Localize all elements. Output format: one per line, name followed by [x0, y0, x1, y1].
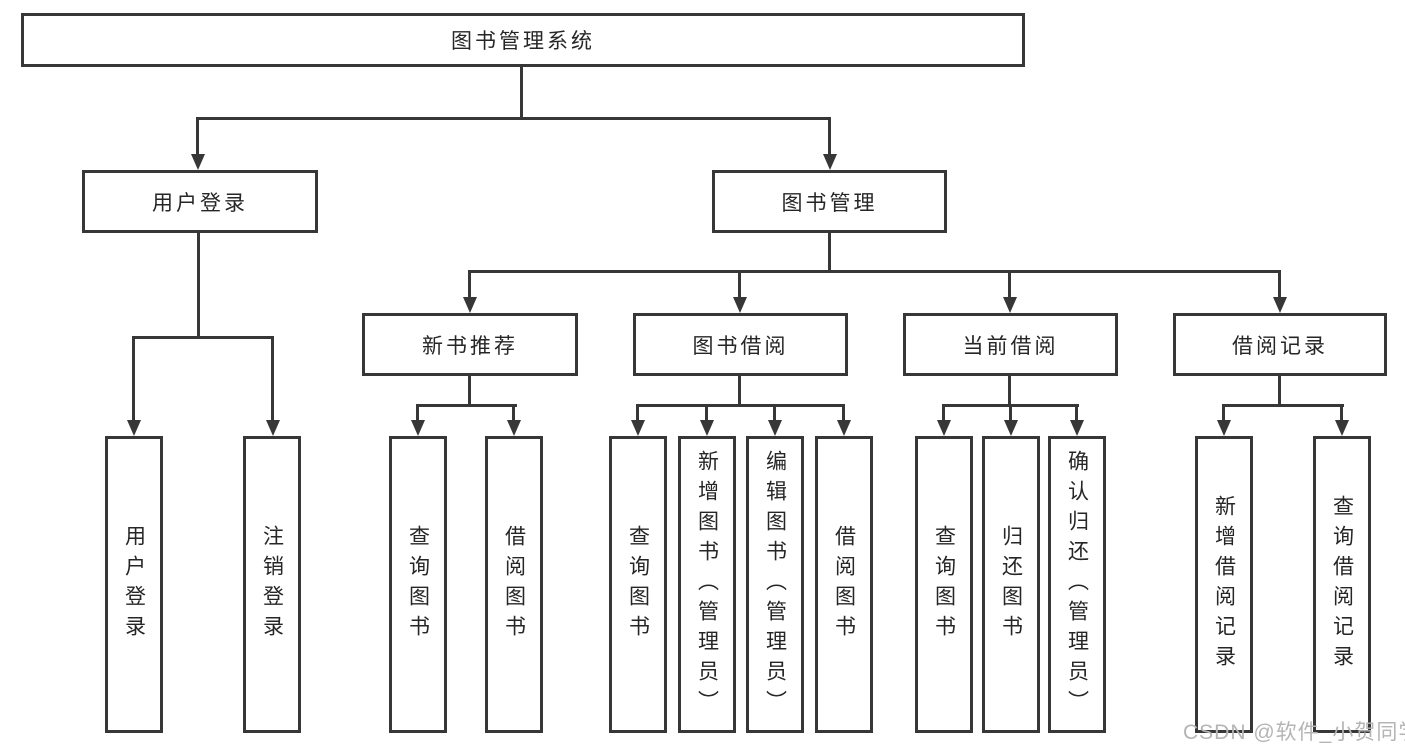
leaf-borrow-books: 借阅图书 — [815, 436, 873, 733]
connector-line — [636, 404, 845, 407]
connector-line — [132, 336, 274, 339]
node-borrow-records: 借阅记录 — [1173, 313, 1387, 376]
leaf-label: 查询借阅记录 — [1330, 494, 1354, 675]
connector-line — [942, 404, 945, 422]
leaf-logout: 注销登录 — [243, 436, 301, 733]
arrowhead-down-icon — [768, 420, 782, 436]
arrowhead-down-icon — [411, 420, 425, 436]
arrowhead-down-icon — [700, 420, 714, 436]
leaf-query-books-current: 查询图书 — [915, 436, 973, 733]
leaf-label: 查询图书 — [932, 524, 956, 645]
connector-line — [1008, 270, 1011, 299]
connector-line — [1009, 404, 1012, 422]
leaf-confirm-return-admin: 确认归还（管理员） — [1048, 436, 1106, 733]
leaf-query-borrow-record: 查询借阅记录 — [1313, 436, 1371, 733]
node-new-book-recommend: 新书推荐 — [362, 313, 578, 376]
node-root: 图书管理系统 — [21, 13, 1025, 67]
leaf-return-book: 归还图书 — [982, 436, 1040, 733]
leaf-label: 用户登录 — [122, 524, 146, 645]
leaf-label: 注销登录 — [260, 524, 284, 645]
leaf-label: 确认归还（管理员） — [1065, 449, 1089, 720]
connector-line — [1278, 270, 1281, 299]
connector-line — [828, 233, 831, 272]
leaf-label: 新增借阅记录 — [1212, 494, 1236, 675]
arrowhead-down-icon — [1004, 420, 1018, 436]
arrowhead-down-icon — [191, 154, 205, 170]
node-book-management: 图书管理 — [712, 170, 947, 233]
connector-line — [520, 67, 523, 119]
node-book-borrow: 图书借阅 — [633, 313, 848, 376]
arrowhead-down-icon — [463, 297, 477, 313]
connector-line — [1008, 376, 1011, 407]
connector-line — [468, 376, 471, 407]
leaf-label: 查询图书 — [626, 524, 650, 645]
connector-line — [1278, 376, 1281, 407]
arrowhead-down-icon — [837, 420, 851, 436]
connector-line — [196, 117, 199, 157]
connector-line — [197, 233, 200, 338]
connector-line — [636, 404, 639, 422]
leaf-label: 编辑图书（管理员） — [763, 449, 787, 720]
connector-line — [705, 404, 708, 422]
connector-line — [1340, 404, 1343, 422]
node-current-borrow: 当前借阅 — [903, 313, 1118, 376]
leaf-label: 借阅图书 — [832, 524, 856, 645]
leaf-borrow-books-recommend: 借阅图书 — [485, 436, 543, 733]
connector-line — [738, 376, 741, 407]
arrowhead-down-icon — [631, 420, 645, 436]
leaf-label: 查询图书 — [406, 524, 430, 645]
connector-line — [468, 270, 471, 299]
connector-line — [132, 336, 135, 422]
arrowhead-down-icon — [507, 420, 521, 436]
connector-line — [271, 336, 274, 422]
node-user-login: 用户登录 — [82, 170, 318, 233]
leaf-add-book-admin: 新增图书（管理员） — [678, 436, 736, 733]
connector-line — [197, 117, 831, 120]
arrowhead-down-icon — [1003, 297, 1017, 313]
connector-line — [416, 404, 517, 407]
arrowhead-down-icon — [1273, 297, 1287, 313]
connector-line — [512, 404, 515, 422]
leaf-label: 新增图书（管理员） — [695, 449, 719, 720]
connector-line — [842, 404, 845, 422]
arrowhead-down-icon — [823, 154, 837, 170]
leaf-edit-book-admin: 编辑图书（管理员） — [746, 436, 804, 733]
connector-line — [1222, 404, 1225, 422]
connector-line — [1075, 404, 1078, 422]
connector-line — [416, 404, 419, 422]
arrowhead-down-icon — [1335, 420, 1349, 436]
connector-line — [828, 117, 831, 157]
leaf-label: 归还图书 — [999, 524, 1023, 645]
connector-line — [1222, 404, 1344, 407]
leaf-label: 借阅图书 — [502, 524, 526, 645]
watermark-text: CSDN @软件_小贺同学 — [1183, 721, 1405, 744]
arrowhead-down-icon — [266, 420, 280, 436]
leaf-add-borrow-record: 新增借阅记录 — [1195, 436, 1253, 733]
arrowhead-down-icon — [1070, 420, 1084, 436]
leaf-user-login: 用户登录 — [105, 436, 163, 733]
arrowhead-down-icon — [1217, 420, 1231, 436]
connector-line — [738, 270, 741, 299]
leaf-query-books-recommend: 查询图书 — [389, 436, 447, 733]
arrowhead-down-icon — [733, 297, 747, 313]
connector-line — [468, 270, 1281, 273]
connector-line — [773, 404, 776, 422]
leaf-query-books-borrow: 查询图书 — [609, 436, 667, 733]
arrowhead-down-icon — [937, 420, 951, 436]
arrowhead-down-icon — [127, 420, 141, 436]
